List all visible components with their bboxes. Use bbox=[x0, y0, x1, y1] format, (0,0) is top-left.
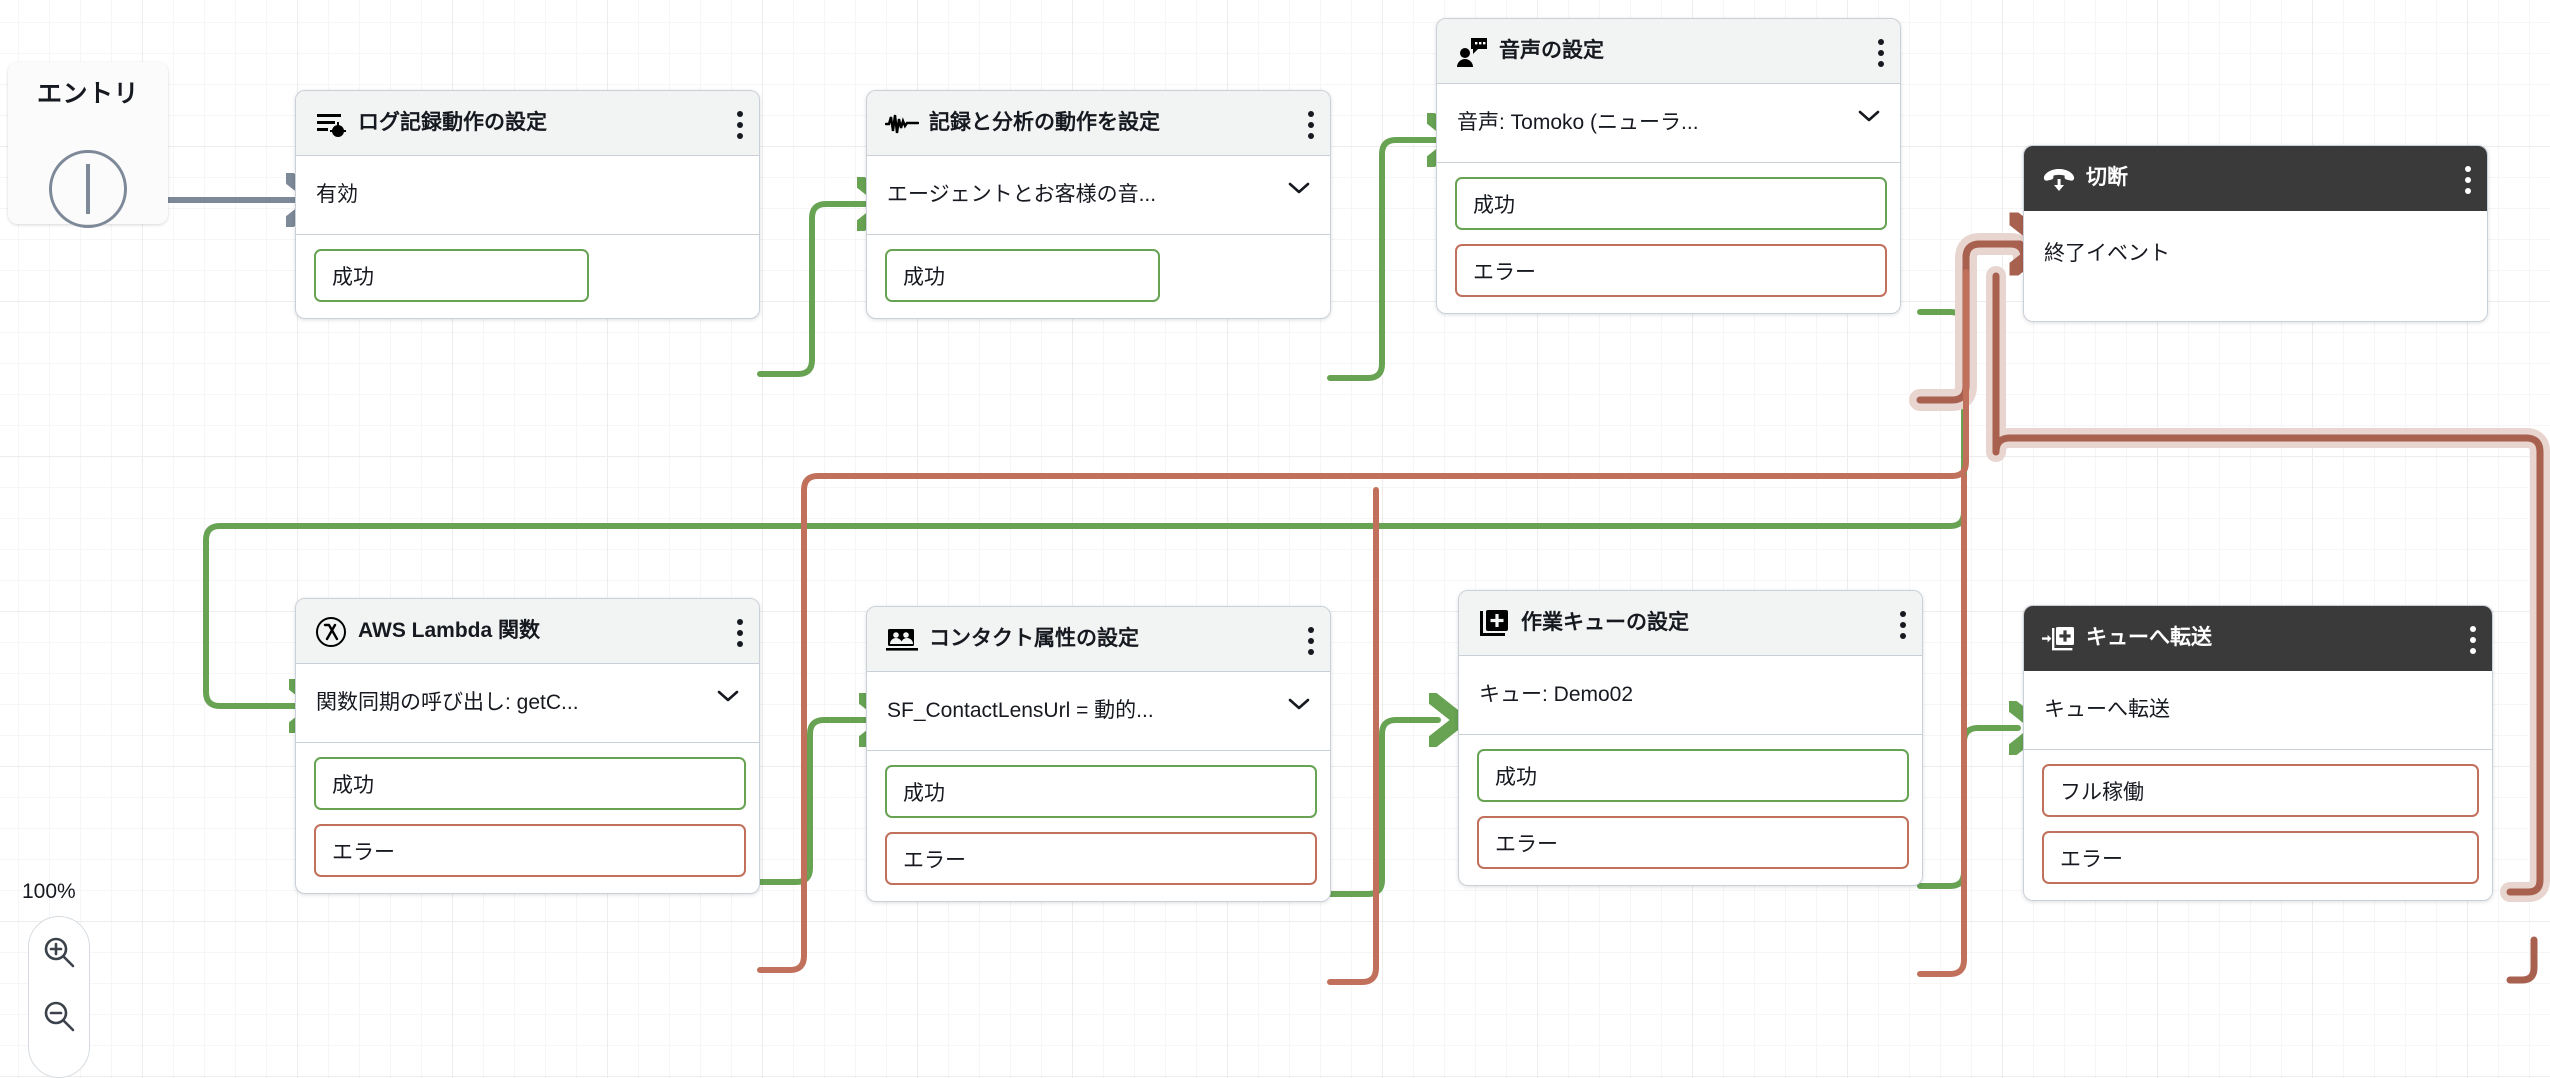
node-body-text: キュー: Demo02 bbox=[1479, 683, 1634, 706]
port-error[interactable]: エラー bbox=[1455, 244, 1887, 297]
node-menu-button[interactable] bbox=[2465, 166, 2471, 194]
node-ports: 成功 エラー bbox=[1437, 163, 1900, 313]
node-ports: 成功 エラー bbox=[296, 743, 759, 893]
node-body[interactable]: 終了イベント bbox=[2024, 211, 2487, 321]
node-ports: フル稼働 エラー bbox=[2024, 750, 2492, 900]
node-body-text: エージェントとお客様の音... bbox=[887, 183, 1157, 206]
port-success[interactable]: 成功 bbox=[314, 249, 589, 302]
person-speech-icon bbox=[1455, 35, 1489, 69]
node-menu-button[interactable] bbox=[1878, 39, 1884, 67]
node-body-text: SF_ContactLensUrl = 動的... bbox=[887, 699, 1154, 722]
node-menu-button[interactable] bbox=[737, 619, 743, 647]
node-body-text: キューへ転送 bbox=[2044, 698, 2170, 721]
node-transfer-to-queue[interactable]: キューへ転送 キューへ転送 フル稼働 エラー bbox=[2023, 605, 2493, 901]
node-set-working-queue[interactable]: 作業キューの設定 キュー: Demo02 成功 エラー bbox=[1458, 590, 1923, 886]
node-title: キューへ転送 bbox=[2086, 626, 2212, 649]
chevron-down-icon[interactable] bbox=[717, 689, 739, 703]
port-success[interactable]: 成功 bbox=[1477, 749, 1909, 802]
port-success[interactable]: 成功 bbox=[885, 249, 1160, 302]
port-error[interactable]: エラー bbox=[2042, 831, 2479, 884]
node-menu-button[interactable] bbox=[1900, 611, 1906, 639]
node-menu-button[interactable] bbox=[2470, 626, 2476, 654]
node-body-text: 終了イベント bbox=[2044, 242, 2170, 265]
node-set-voice[interactable]: 音声の設定 音声: Tomoko (ニューラ... 成功 エラー bbox=[1436, 18, 1901, 314]
node-body[interactable]: 有効 bbox=[296, 156, 759, 235]
queue-plus-icon bbox=[1477, 607, 1511, 641]
port-success[interactable]: 成功 bbox=[885, 765, 1317, 818]
node-ports: 成功 エラー bbox=[1459, 735, 1922, 885]
entry-label: エントリ bbox=[36, 80, 139, 108]
magnifier-minus-icon[interactable] bbox=[42, 999, 76, 1033]
node-body[interactable]: キューへ転送 bbox=[2024, 671, 2492, 750]
node-body-text: 有効 bbox=[316, 183, 358, 206]
node-body-text: 関数同期の呼び出し: getC... bbox=[316, 691, 579, 714]
lambda-icon bbox=[314, 615, 348, 649]
node-body[interactable]: キュー: Demo02 bbox=[1459, 656, 1922, 735]
node-header[interactable]: ログ記録動作の設定 bbox=[296, 91, 759, 156]
node-title: 作業キューの設定 bbox=[1521, 611, 1689, 634]
node-title: 音声の設定 bbox=[1499, 39, 1604, 62]
node-title: 切断 bbox=[2086, 166, 2128, 189]
entry-block[interactable]: エントリ bbox=[8, 62, 168, 228]
node-disconnect[interactable]: 切断 終了イベント bbox=[2023, 145, 2488, 322]
chevron-down-icon[interactable] bbox=[1858, 109, 1880, 123]
node-title: AWS Lambda 関数 bbox=[358, 619, 541, 642]
node-set-contact-attributes[interactable]: コンタクト属性の設定 SF_ContactLensUrl = 動的... 成功 … bbox=[866, 606, 1331, 902]
node-body[interactable]: SF_ContactLensUrl = 動的... bbox=[867, 672, 1330, 751]
node-menu-button[interactable] bbox=[1308, 111, 1314, 139]
node-body-text: 音声: Tomoko (ニューラ... bbox=[1457, 111, 1699, 134]
node-header[interactable]: コンタクト属性の設定 bbox=[867, 607, 1330, 672]
phone-hangup-icon bbox=[2042, 162, 2076, 196]
waveform-icon bbox=[885, 107, 919, 141]
zoom-level-label: 100% bbox=[22, 880, 76, 903]
node-body[interactable]: 関数同期の呼び出し: getC... bbox=[296, 664, 759, 743]
node-set-logging-behavior[interactable]: ログ記録動作の設定 有効 成功 bbox=[295, 90, 760, 319]
node-header[interactable]: 記録と分析の動作を設定 bbox=[867, 91, 1330, 156]
port-success[interactable]: 成功 bbox=[1455, 177, 1887, 230]
node-title: ログ記録動作の設定 bbox=[358, 111, 547, 134]
node-body[interactable]: エージェントとお客様の音... bbox=[867, 156, 1330, 235]
node-header[interactable]: 音声の設定 bbox=[1437, 19, 1900, 84]
node-aws-lambda-function[interactable]: AWS Lambda 関数 関数同期の呼び出し: getC... 成功 エラー bbox=[295, 598, 760, 894]
node-ports: 成功 bbox=[867, 235, 1330, 318]
node-header[interactable]: 切断 bbox=[2024, 146, 2487, 211]
port-full-capacity[interactable]: フル稼働 bbox=[2042, 764, 2479, 817]
log-bug-icon bbox=[314, 107, 348, 141]
contact-attributes-icon bbox=[885, 623, 919, 657]
port-error[interactable]: エラー bbox=[885, 832, 1317, 885]
node-menu-button[interactable] bbox=[1308, 627, 1314, 655]
transfer-queue-icon bbox=[2042, 622, 2076, 656]
node-ports: 成功 bbox=[296, 235, 759, 318]
port-success[interactable]: 成功 bbox=[314, 757, 746, 810]
magnifier-plus-icon[interactable] bbox=[42, 935, 76, 969]
node-ports: 成功 エラー bbox=[867, 751, 1330, 901]
port-error[interactable]: エラー bbox=[314, 824, 746, 877]
node-title: 記録と分析の動作を設定 bbox=[929, 111, 1160, 134]
node-menu-button[interactable] bbox=[737, 111, 743, 139]
chevron-down-icon[interactable] bbox=[1288, 181, 1310, 195]
node-header[interactable]: キューへ転送 bbox=[2024, 606, 2492, 671]
port-error[interactable]: エラー bbox=[1477, 816, 1909, 869]
zoom-controls[interactable] bbox=[28, 916, 90, 1078]
entry-circle-icon bbox=[49, 150, 127, 228]
node-title: コンタクト属性の設定 bbox=[929, 627, 1139, 650]
node-set-recording-analytics-behavior[interactable]: 記録と分析の動作を設定 エージェントとお客様の音... 成功 bbox=[866, 90, 1331, 319]
node-header[interactable]: 作業キューの設定 bbox=[1459, 591, 1922, 656]
node-header[interactable]: AWS Lambda 関数 bbox=[296, 599, 759, 664]
chevron-down-icon[interactable] bbox=[1288, 697, 1310, 711]
node-body[interactable]: 音声: Tomoko (ニューラ... bbox=[1437, 84, 1900, 163]
